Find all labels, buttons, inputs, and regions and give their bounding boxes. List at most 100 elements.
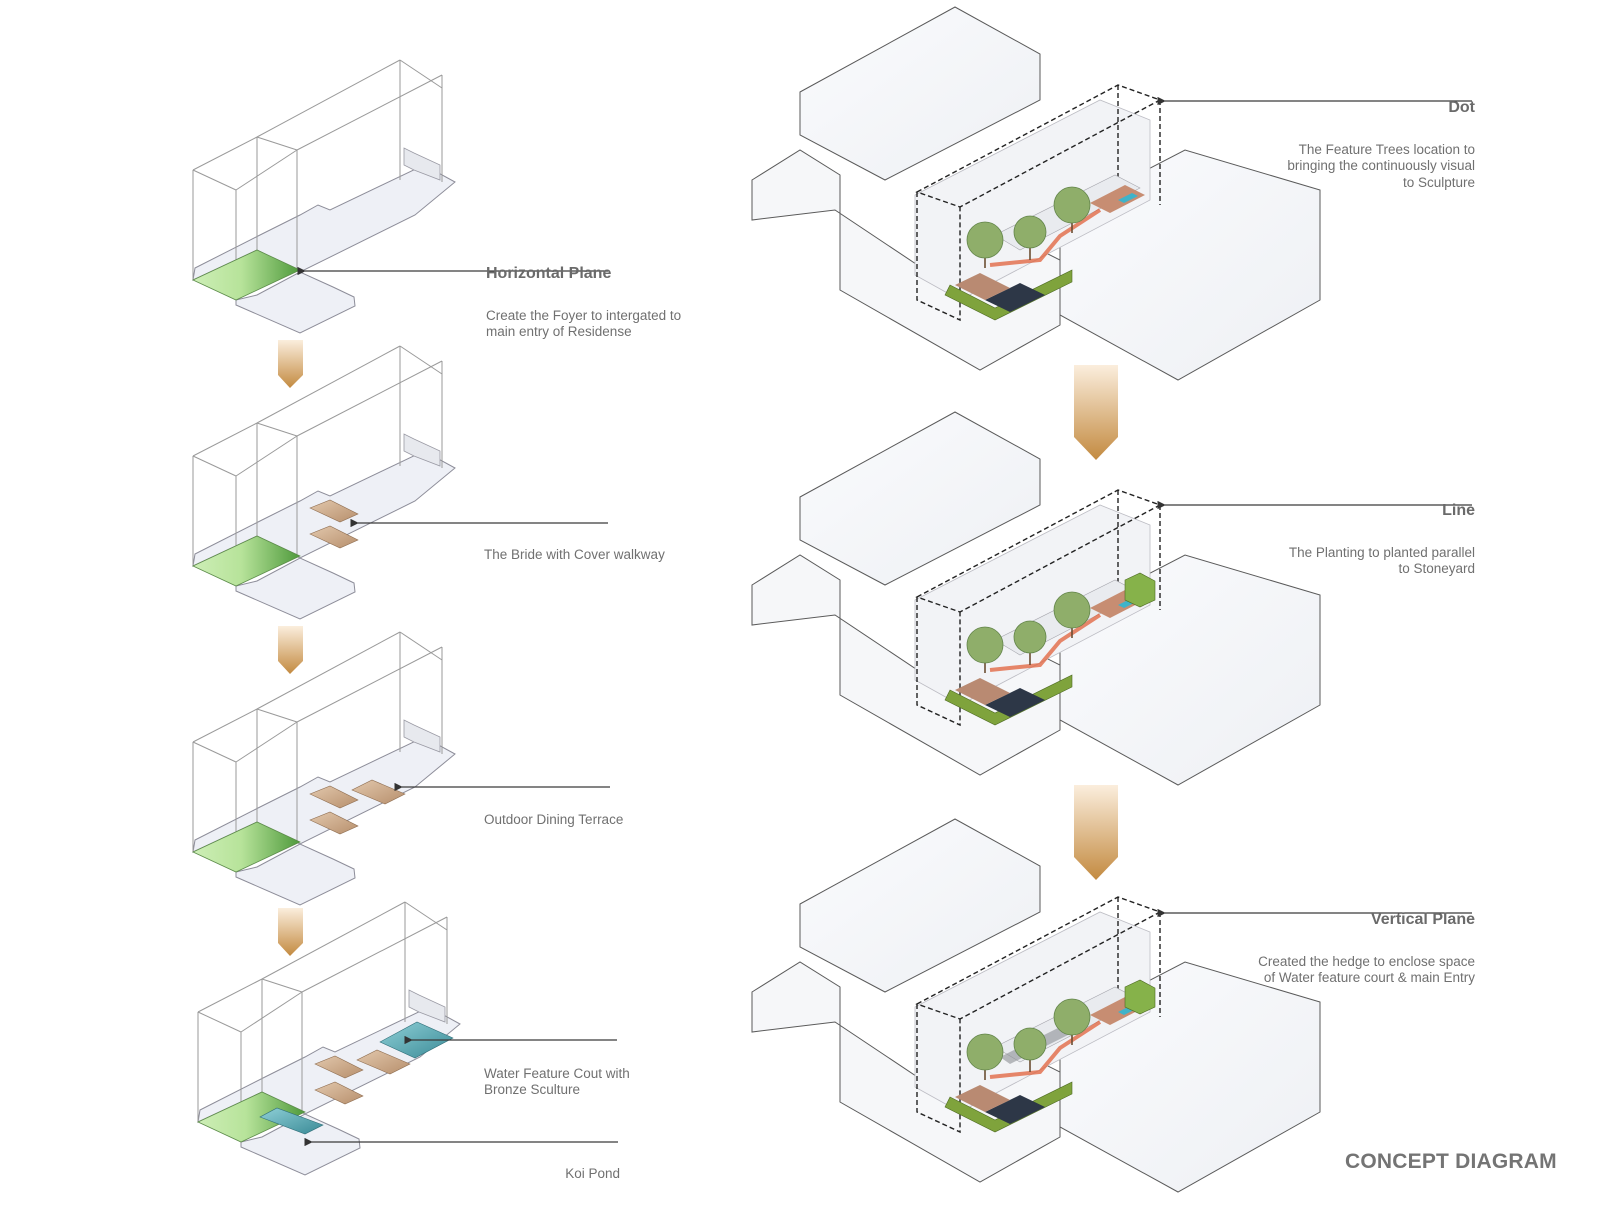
wireframe-edge: [301, 916, 448, 993]
wireframe-edge: [256, 59, 401, 138]
wireframe-edge: [192, 169, 237, 191]
left-step-3-label: Outdoor Dining Terrace: [484, 795, 623, 828]
wireframe-edge: [235, 435, 298, 477]
massing-block-back: [799, 6, 1041, 181]
foyer-lawn: [197, 1091, 306, 1143]
cover-walkway-bridge: [314, 1081, 364, 1105]
dining-terrace: [356, 1049, 411, 1075]
wireframe-edge: [256, 708, 298, 723]
right-diagram-1: [751, 6, 1321, 381]
massing-block-back: [799, 411, 1041, 586]
cover-walkway-top: [309, 785, 359, 809]
step-title: Line: [1442, 501, 1475, 519]
entry-slab: [235, 843, 356, 906]
step-title: Horizontal Plane: [486, 264, 612, 282]
wireframe-edge: [192, 741, 237, 763]
wireframe-edge: [261, 901, 406, 980]
dining-terrace: [1090, 185, 1145, 213]
frame-front: [916, 597, 961, 727]
entry-deck: [955, 273, 1010, 300]
feature-tree: [1053, 591, 1091, 629]
hedge-border: [944, 1081, 1073, 1133]
frame-front: [916, 1004, 961, 1134]
step-caption: The Bride with Cover walkway: [484, 546, 665, 562]
step-caption: The Planting to planted parallel to Ston…: [1288, 544, 1475, 577]
end-wall: [403, 433, 441, 467]
wireframe-edge: [256, 422, 298, 437]
wireframe-edge: [296, 646, 443, 723]
cover-walkway-bridge: [309, 811, 359, 835]
left-diagram-1: [192, 59, 456, 334]
wireframe-edge: [197, 1011, 242, 1033]
hedge-border: [944, 269, 1073, 321]
wireframe-edge: [256, 345, 401, 424]
flow-arrow-right-1: [1074, 365, 1118, 460]
flow-arrow-left-3: [278, 908, 303, 956]
wireframe-edge: [256, 631, 401, 710]
left-diagram-2: [192, 345, 456, 620]
wireframe-edge: [192, 422, 258, 457]
dining-terrace: [351, 779, 406, 805]
foyer-lawn: [192, 821, 301, 873]
vertical-hedge: [1124, 572, 1156, 608]
left-step-1-label: Horizontal Plane Create the Foyer to int…: [486, 249, 681, 341]
step-caption: Created the hedge to enclose space of Wa…: [1258, 953, 1475, 986]
wireframe-edge: [240, 991, 303, 1033]
wireframe-edge: [404, 901, 448, 931]
hedge-border: [944, 674, 1073, 726]
end-wall: [408, 989, 446, 1023]
feature-tree: [1013, 1027, 1047, 1061]
cover-walkway-top: [309, 499, 359, 523]
diagram-title: CONCEPT DIAGRAM: [1345, 1150, 1557, 1173]
feature-tree: [1013, 215, 1047, 249]
wireframe-edge: [235, 721, 298, 763]
left-diagram-4: [197, 901, 461, 1176]
right-diagram-3: [751, 818, 1321, 1193]
foyer-lawn: [192, 535, 301, 587]
reflecting-pool: [985, 688, 1045, 717]
path-line: [989, 208, 1102, 267]
path-line: [989, 1020, 1102, 1079]
entry-slab: [235, 271, 356, 334]
wireframe-edge: [235, 149, 298, 191]
cover-walkway-bridge: [309, 525, 359, 549]
flow-arrow-left-2: [278, 626, 303, 674]
cover-walkway-top: [314, 1055, 364, 1079]
end-wall: [403, 719, 441, 753]
wireframe-edge: [399, 631, 443, 661]
step-caption: Koi Pond: [565, 1165, 620, 1181]
wireframe-edge: [296, 74, 443, 151]
wireframe-edge: [399, 59, 443, 89]
reflecting-pool: [985, 283, 1045, 312]
right-diagram-2: [751, 411, 1321, 786]
feature-tree: [966, 221, 1004, 259]
wireframe-edge: [261, 978, 303, 993]
massing-block-back: [799, 818, 1041, 993]
feature-tree: [966, 1033, 1004, 1071]
entry-slab: [235, 557, 356, 620]
wireframe-edge: [256, 136, 298, 151]
step-title: Vertical Plane: [1370, 910, 1475, 928]
left-step-4-label: Water Feature Cout with Bronze Sculture: [484, 1049, 630, 1099]
left-diagram-3: [192, 631, 456, 906]
vertical-hedge: [1124, 979, 1156, 1015]
end-wall: [403, 147, 441, 181]
right-step-3-label: Vertical Plane Created the hedge to encl…: [1160, 895, 1475, 987]
wireframe-edge: [296, 360, 443, 437]
flow-arrow-right-2: [1074, 785, 1118, 880]
feature-tree: [1053, 186, 1091, 224]
koi-pond: [259, 1107, 324, 1135]
step-caption: Water Feature Cout with Bronze Sculture: [484, 1065, 630, 1098]
wireframe-edge: [192, 708, 258, 743]
feature-tree: [1013, 620, 1047, 654]
wireframe-edge: [197, 978, 263, 1013]
path-line: [989, 613, 1102, 672]
step-title: Dot: [1448, 98, 1475, 116]
step-caption: The Feature Trees location to bringing t…: [1287, 141, 1475, 190]
reflecting-pool: [985, 1095, 1045, 1124]
right-step-1-label: Dot The Feature Trees location to bringi…: [1200, 83, 1475, 191]
frame-front: [916, 192, 961, 322]
feature-tree: [966, 626, 1004, 664]
entry-deck: [955, 1085, 1010, 1112]
